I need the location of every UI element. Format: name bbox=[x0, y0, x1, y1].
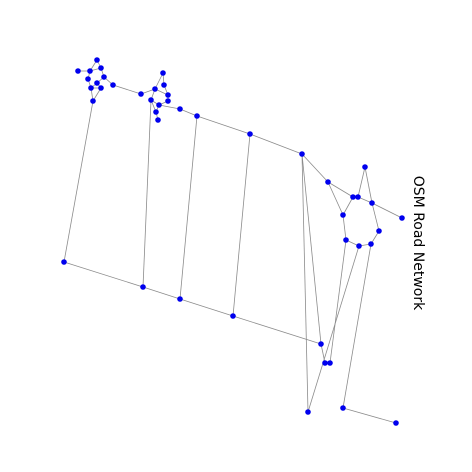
road-node bbox=[98, 65, 104, 71]
road-node bbox=[247, 131, 253, 137]
road-edge bbox=[232, 133, 251, 317]
road-edge bbox=[158, 104, 181, 110]
road-node bbox=[356, 243, 362, 249]
road-node bbox=[177, 296, 183, 302]
road-node bbox=[376, 228, 382, 234]
road-edge bbox=[342, 243, 372, 409]
graph-title: OSM Road Network bbox=[410, 175, 426, 311]
road-node bbox=[156, 102, 162, 108]
road-node bbox=[165, 92, 171, 98]
road-node bbox=[98, 85, 104, 91]
road-node bbox=[355, 194, 361, 200]
road-edge bbox=[142, 286, 181, 300]
road-edge bbox=[249, 133, 303, 155]
road-node bbox=[85, 76, 91, 82]
road-node bbox=[87, 68, 93, 74]
road-edge bbox=[112, 84, 142, 95]
road-node bbox=[94, 80, 100, 86]
road-edge bbox=[342, 407, 397, 424]
road-node bbox=[305, 409, 311, 415]
road-edge bbox=[301, 153, 322, 345]
road-node bbox=[325, 179, 331, 185]
road-node bbox=[161, 82, 167, 88]
road-node bbox=[148, 97, 154, 103]
road-node bbox=[340, 405, 346, 411]
road-edge bbox=[357, 166, 366, 198]
road-node bbox=[362, 164, 368, 170]
road-node bbox=[61, 259, 67, 265]
road-node bbox=[350, 194, 356, 200]
road-edge bbox=[154, 72, 164, 90]
road-node bbox=[160, 70, 166, 76]
road-node bbox=[88, 85, 94, 91]
road-node bbox=[94, 57, 100, 63]
road-node bbox=[177, 106, 183, 112]
road-edge bbox=[179, 298, 234, 317]
road-node bbox=[165, 98, 171, 104]
road-edge bbox=[142, 99, 152, 288]
road-node bbox=[322, 360, 328, 366]
road-node bbox=[318, 341, 324, 347]
road-node bbox=[75, 68, 81, 74]
road-node bbox=[369, 200, 375, 206]
road-edge bbox=[63, 100, 94, 263]
road-edge bbox=[179, 115, 198, 300]
road-edge bbox=[327, 181, 344, 216]
road-edge bbox=[63, 261, 144, 288]
road-node bbox=[110, 82, 116, 88]
road-node bbox=[155, 117, 161, 123]
road-edge bbox=[327, 181, 354, 198]
road-edge bbox=[307, 245, 360, 413]
road-edge bbox=[342, 196, 354, 216]
road-node bbox=[299, 151, 305, 157]
road-node bbox=[343, 237, 349, 243]
node-layer bbox=[61, 57, 405, 426]
road-node bbox=[152, 86, 158, 92]
road-node bbox=[194, 113, 200, 119]
road-node bbox=[90, 98, 96, 104]
road-node bbox=[140, 284, 146, 290]
road-edge bbox=[301, 153, 329, 183]
road-node bbox=[138, 91, 144, 97]
road-edge bbox=[371, 202, 403, 219]
road-node bbox=[101, 74, 107, 80]
road-edge bbox=[301, 153, 309, 413]
road-node bbox=[340, 212, 346, 218]
road-node bbox=[393, 420, 399, 426]
road-edge bbox=[329, 239, 347, 364]
road-node bbox=[399, 215, 405, 221]
road-edge bbox=[179, 108, 198, 117]
road-edge bbox=[196, 115, 251, 135]
road-node bbox=[153, 109, 159, 115]
road-edge bbox=[342, 214, 347, 241]
road-edge bbox=[371, 202, 380, 232]
road-node bbox=[368, 241, 374, 247]
road-node bbox=[327, 360, 333, 366]
road-edge bbox=[364, 166, 373, 204]
road-node bbox=[230, 313, 236, 319]
